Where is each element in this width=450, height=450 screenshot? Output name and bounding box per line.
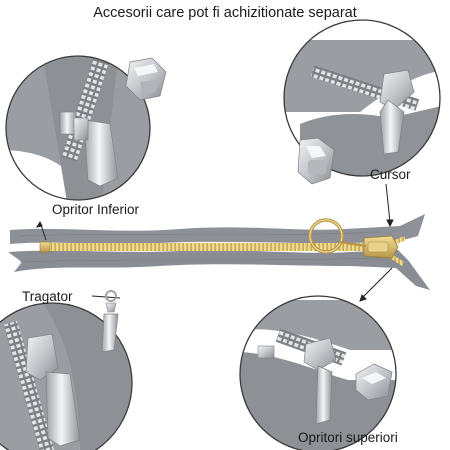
bottom-stop	[39, 241, 51, 253]
diagram-title: Accesorii care pot fi achizitionate sepa…	[93, 5, 357, 21]
bottom-stop-part-icon	[125, 57, 167, 101]
puller-part-icon	[101, 290, 119, 353]
zoom-bottom-stop	[5, 55, 167, 201]
zoom-top-stops	[239, 295, 397, 450]
label-puller: Tragator	[22, 289, 73, 304]
slider-part-icon	[297, 137, 335, 185]
label-bottom-stop: Opritor Inferior	[52, 202, 140, 217]
label-top-stops: Opritori superiori	[298, 430, 398, 445]
top-stop-part-icon	[355, 363, 393, 401]
upper-tape	[10, 214, 425, 244]
main-zipper	[8, 214, 430, 290]
zoom-slider	[283, 19, 441, 185]
label-slider: Cursor	[370, 167, 411, 182]
zoom-puller	[0, 290, 133, 450]
zipper-teeth	[50, 243, 368, 251]
